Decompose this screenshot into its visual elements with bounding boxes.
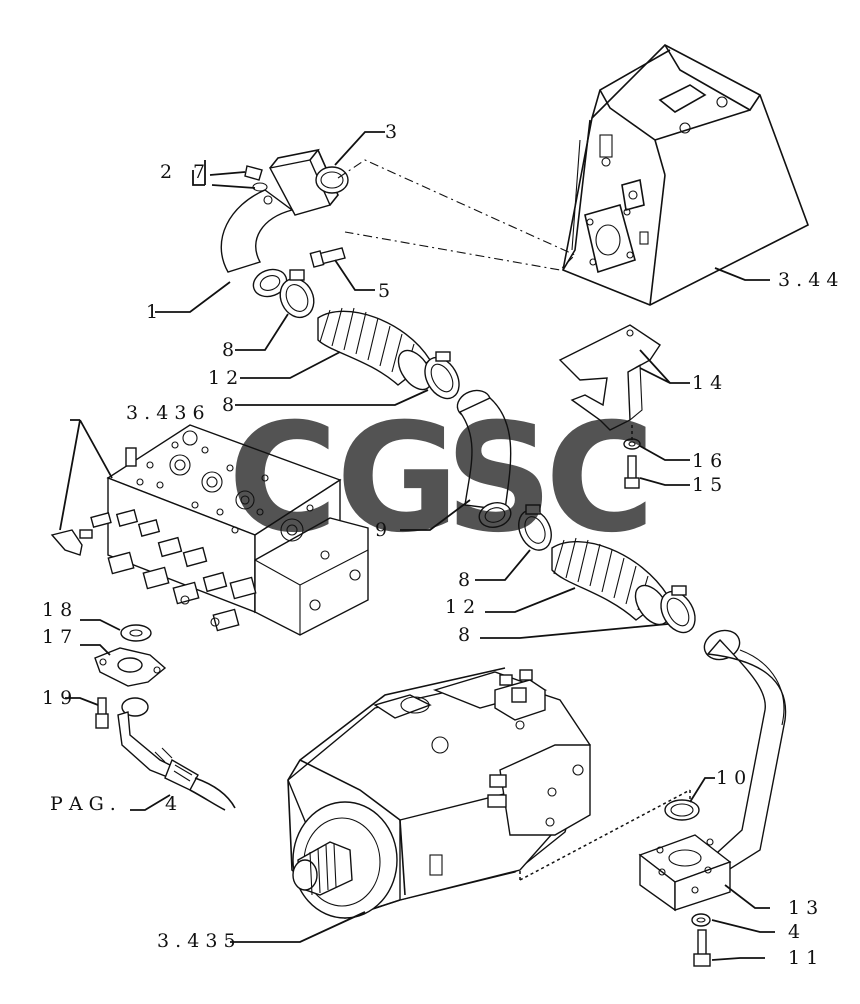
fitting-7: [244, 165, 268, 192]
callout-3-44: 3 . 4 4: [778, 269, 838, 291]
suction-pipe-1: [220, 148, 339, 298]
o-ring-3: [315, 166, 349, 194]
callout-labels: 1 2 7 3 5 8 1 2 8 3 . 4 3 6 9 1 4 1 6 1 …: [42, 121, 838, 969]
callout-3-435: 3 . 4 3 5: [157, 930, 236, 952]
callout-19: 1 9: [42, 687, 72, 709]
hose-assembly: [117, 697, 236, 811]
clamp-8-c: [518, 504, 552, 551]
screw-15: [624, 455, 640, 489]
hydraulic-tank: [562, 44, 809, 306]
clamp-8-a: [279, 269, 315, 319]
callout-3-436: 3 . 4 3 6: [126, 402, 205, 424]
bracket-14: [558, 324, 661, 431]
watermark-letter-s: S: [445, 392, 553, 566]
callout-9: 9: [375, 519, 387, 541]
callout-16: 1 6: [692, 450, 722, 472]
callout-pag-number: 4: [165, 793, 177, 815]
callout-13: 1 3: [788, 897, 818, 919]
clamp-8-b: [424, 351, 460, 400]
control-valve: [90, 424, 369, 636]
callout-12-b: 1 2: [445, 596, 475, 618]
watermark-letter-c2: C: [545, 392, 655, 566]
washer-18: [120, 624, 152, 642]
leader-lines: [59, 131, 775, 961]
callout-8-d: 8: [458, 624, 470, 646]
elbow-pipe-9: [456, 389, 512, 529]
callout-4: 4: [788, 921, 800, 943]
hydraulic-pump: [287, 667, 591, 919]
callout-11: 1 1: [788, 947, 818, 969]
callout-2: 2: [160, 161, 172, 183]
callout-17: 1 7: [42, 626, 72, 648]
washer-16: [623, 438, 641, 450]
callout-pag: P A G .: [50, 793, 116, 815]
centerline-tank: [337, 159, 576, 271]
washer-4: [691, 913, 711, 927]
callout-5: 5: [378, 280, 390, 302]
flange-block: [638, 834, 732, 912]
hose-12-a: [317, 307, 433, 391]
watermark-letter-g: G: [336, 392, 459, 566]
half-clamp-17: [94, 647, 167, 687]
pipe-13: [703, 629, 787, 874]
callout-7: 7: [193, 161, 205, 183]
clamp-8-d: [660, 585, 696, 634]
o-ring-10: [664, 799, 700, 821]
callout-18: 1 8: [42, 599, 72, 621]
callout-12-a: 1 2: [208, 367, 238, 389]
screw-5: [309, 247, 346, 268]
callout-15: 1 5: [692, 474, 722, 496]
callout-14: 1 4: [692, 372, 722, 394]
callout-1: 1: [146, 301, 158, 323]
screw-19: [95, 697, 109, 729]
watermark-letter-c1: C: [228, 392, 338, 566]
elbow-fitting: [50, 529, 93, 556]
callout-8-a: 8: [222, 339, 234, 361]
screw-11: [693, 929, 711, 967]
callout-8-b: 8: [222, 394, 234, 416]
callout-3: 3: [385, 121, 397, 143]
callout-10: 1 0: [716, 767, 746, 789]
callout-8-c: 8: [458, 569, 470, 591]
watermark: C G S C: [228, 392, 655, 566]
centerline-pump: [519, 789, 691, 881]
